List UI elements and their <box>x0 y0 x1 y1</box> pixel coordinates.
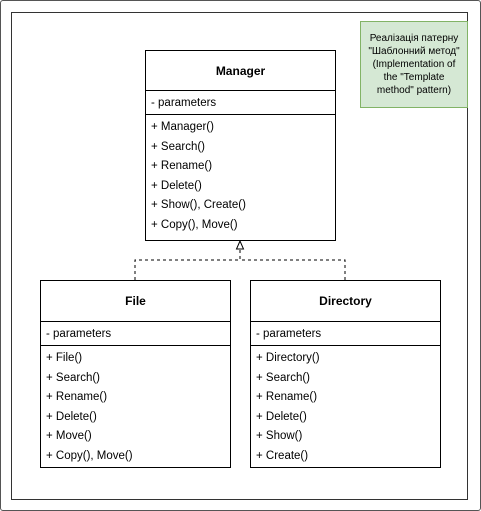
operation: + Show(), Create() <box>151 199 246 211</box>
operation: + Delete() <box>46 410 97 423</box>
connector-directory-to-manager <box>239 249 346 280</box>
attribute: - parameters <box>151 96 217 109</box>
class-name: File <box>41 281 230 322</box>
class-operations: + Manager() + Search() + Rename() + Dele… <box>146 115 335 235</box>
diagram-frame <box>11 12 468 500</box>
operation: + Delete() <box>256 410 307 423</box>
class-file: File - parameters + File() + Search() + … <box>40 280 231 468</box>
note-line: "Шаблонний метод" <box>368 46 460 57</box>
note-line: Реалізація патерну <box>369 33 459 44</box>
realization-arrowhead <box>235 239 245 250</box>
operation: + Rename() <box>151 160 213 172</box>
operation: + Copy(), Move() <box>46 449 133 462</box>
operation: + Rename() <box>46 391 108 403</box>
attribute: - parameters <box>46 327 112 340</box>
class-attributes: - parameters <box>41 322 230 346</box>
attribute: - parameters <box>256 327 322 340</box>
pattern-note: Реалізація патерну "Шаблонний метод" (Im… <box>360 21 468 108</box>
connector-file-to-manager <box>134 259 240 280</box>
operation: + Create() <box>256 449 309 462</box>
class-operations: + File() + Search() + Rename() + Delete(… <box>41 346 230 466</box>
operation: + File() <box>46 352 83 364</box>
class-attributes: - parameters <box>146 91 335 115</box>
note-line: method" pattern) <box>376 85 452 96</box>
operation: + Manager() <box>151 121 214 133</box>
class-name: Manager <box>146 51 335 91</box>
operation: + Copy(), Move() <box>151 218 238 231</box>
class-operations: + Directory() + Search() + Rename() + De… <box>251 346 440 466</box>
note-line: the "Template <box>383 72 445 83</box>
operation: + Show() <box>256 430 303 442</box>
note-line: (Implementation of <box>372 59 456 70</box>
class-manager: Manager - parameters + Manager() + Searc… <box>145 50 336 241</box>
operation: + Search() <box>256 371 311 384</box>
class-directory: Directory - parameters + Directory() + S… <box>250 280 441 468</box>
class-name: Directory <box>251 281 440 322</box>
operation: + Move() <box>46 430 92 442</box>
class-attributes: - parameters <box>251 322 440 346</box>
operation: + Directory() <box>256 352 320 364</box>
operation: + Search() <box>46 371 101 384</box>
operation: + Delete() <box>151 179 202 192</box>
operation: + Rename() <box>256 391 318 403</box>
operation: + Search() <box>151 140 206 153</box>
